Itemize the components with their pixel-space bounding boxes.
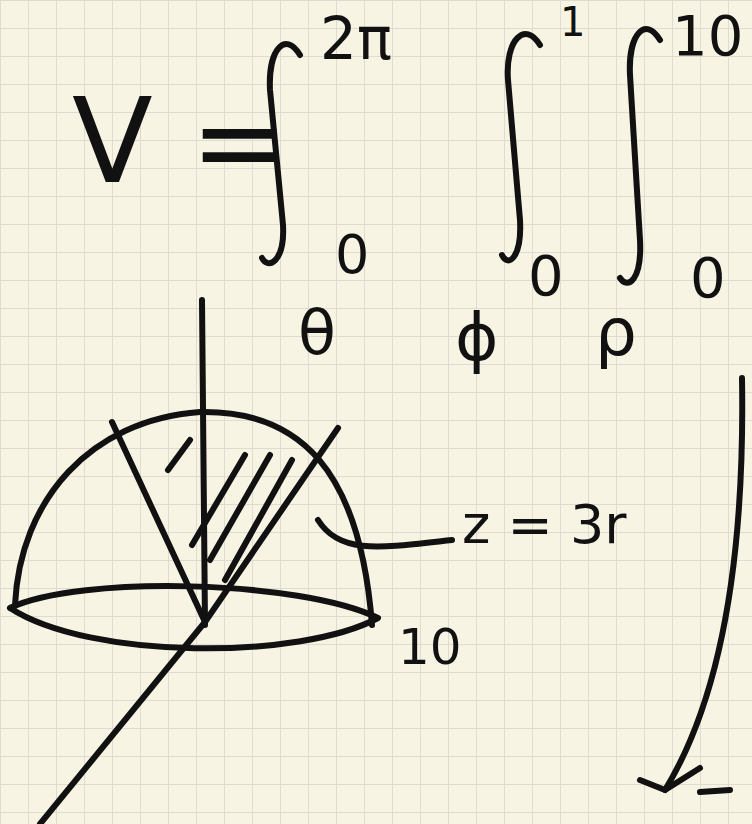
lower-limit: 0 [528, 248, 564, 304]
lower-limit: 0 [335, 228, 369, 282]
upper-limit: 2π [320, 10, 392, 68]
pen-mark [700, 790, 730, 792]
upper-limit: 1 [560, 2, 585, 42]
integral-sign [620, 29, 660, 283]
cone-line [112, 422, 205, 622]
axis-line [40, 622, 205, 824]
volume-equation: V = [72, 82, 289, 200]
arrow-head [640, 768, 700, 790]
hatch [192, 455, 245, 545]
dimension-label: 10 [398, 622, 462, 672]
variable-label: θ [298, 302, 336, 364]
hatch [210, 455, 270, 560]
upper-limit: 10 [672, 8, 743, 64]
integral-sign [502, 34, 540, 260]
variable-label: ρ [595, 300, 637, 366]
surface-label: z = 3r [462, 498, 626, 552]
variable-label: ϕ [455, 305, 499, 371]
hatch [168, 440, 190, 470]
lower-limit: 0 [690, 250, 726, 306]
axis-line [202, 300, 205, 625]
arrow-curve [665, 378, 742, 790]
leader-line [318, 520, 452, 547]
hatch [225, 460, 292, 580]
